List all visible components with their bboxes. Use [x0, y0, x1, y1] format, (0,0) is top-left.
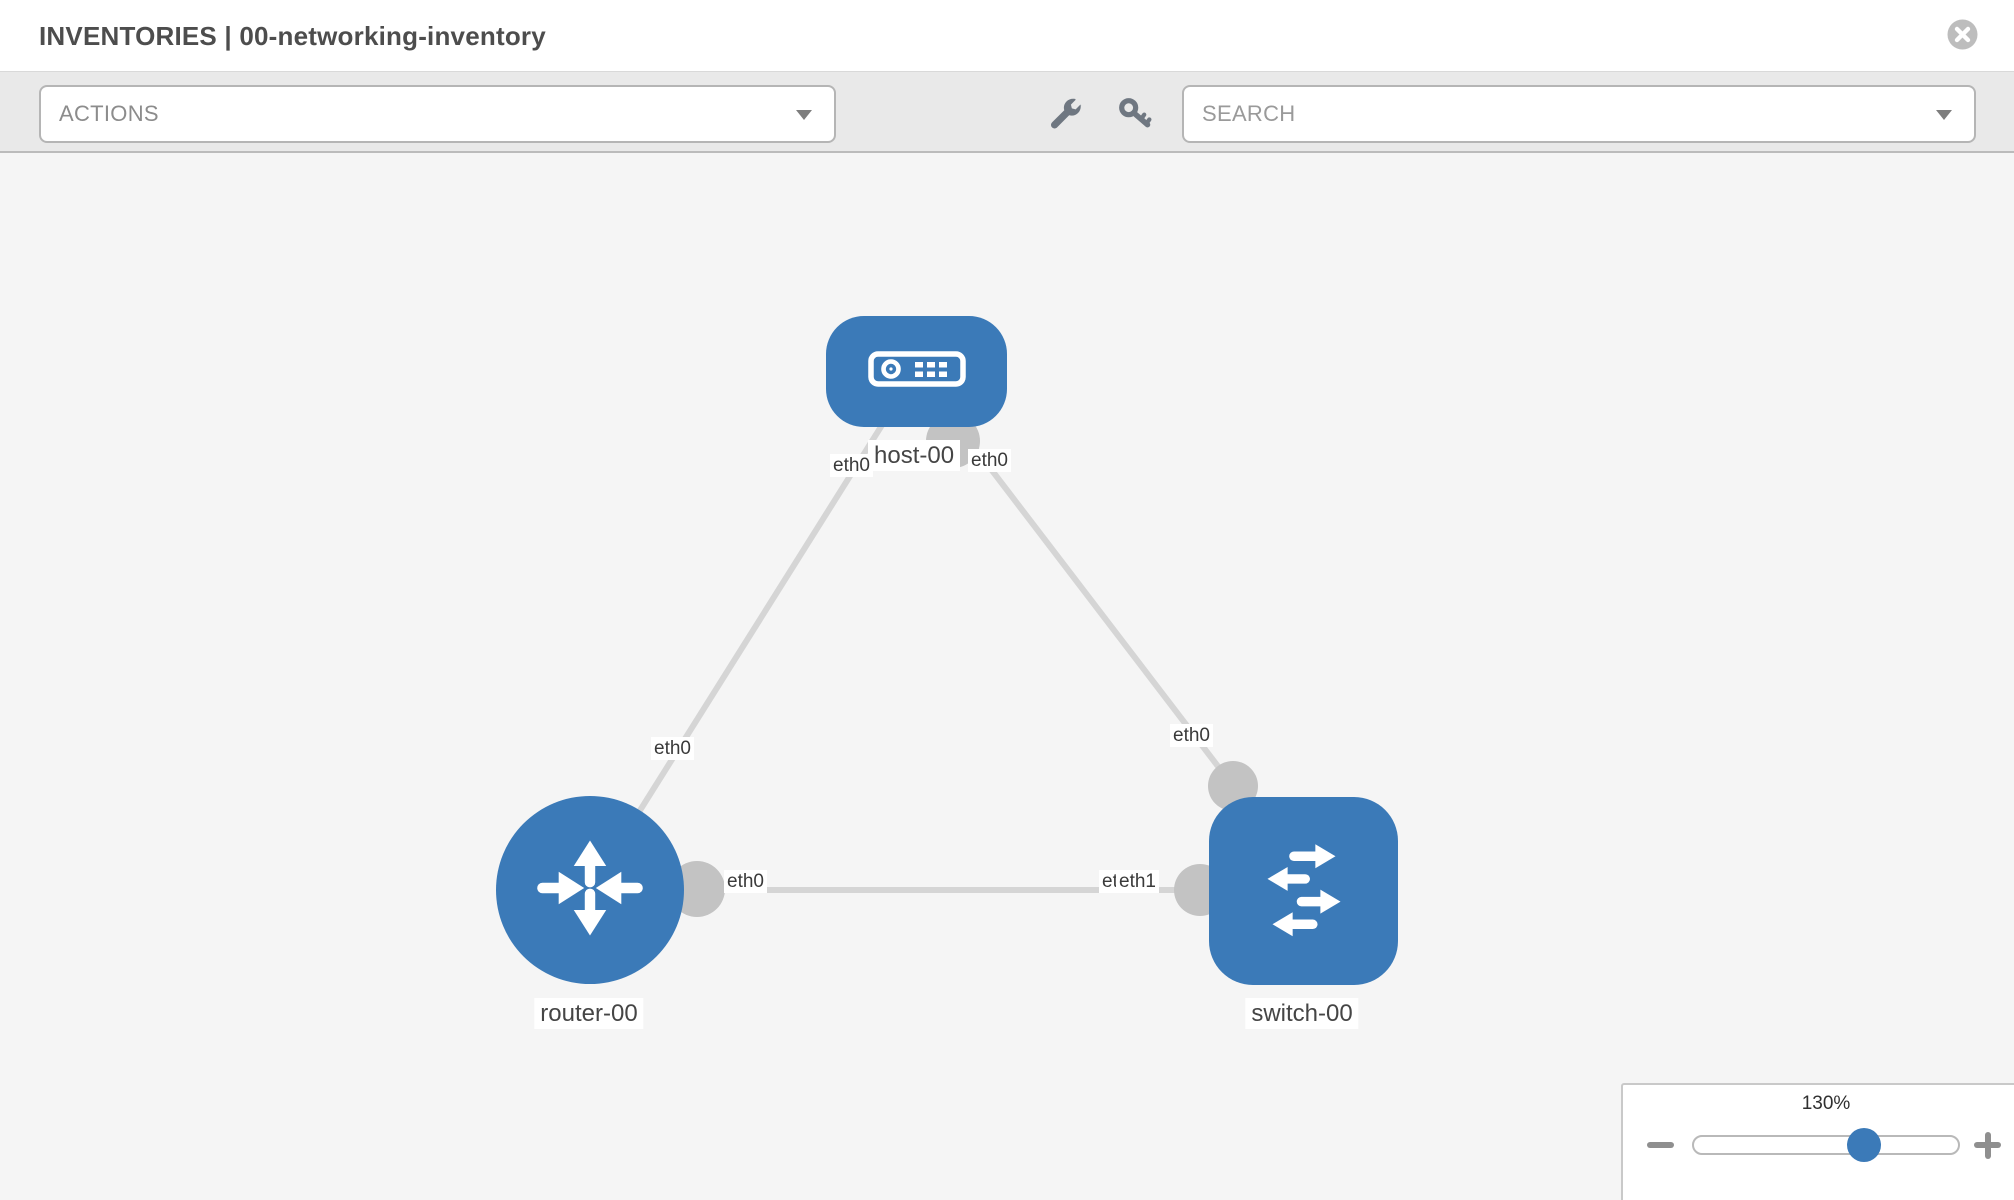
node-router-00[interactable]	[496, 796, 684, 984]
close-button[interactable]	[1947, 19, 1978, 50]
iface-label-switch-top: eth0	[1170, 724, 1213, 747]
breadcrumb-separator: |	[224, 21, 232, 51]
breadcrumb[interactable]: INVENTORIES	[39, 21, 217, 51]
actions-dropdown-label: ACTIONS	[59, 101, 159, 126]
close-icon	[1947, 19, 1978, 53]
iface-label-host-right: eth0	[968, 449, 1011, 472]
host-device-icon	[867, 350, 967, 393]
node-label-switch: switch-00	[1245, 998, 1359, 1029]
minus-icon	[1647, 1142, 1674, 1148]
topology-canvas[interactable]: host-00 router-00 switch-00 eth0 eth0 et…	[0, 153, 2014, 1200]
router-icon	[532, 830, 648, 951]
page-header: INVENTORIES | 00-networking-inventory	[0, 0, 2014, 72]
iface-label-host-left: eth0	[830, 454, 873, 477]
zoom-slider-track[interactable]	[1692, 1135, 1960, 1155]
wrench-icon	[1047, 98, 1085, 135]
tools-button[interactable]	[1046, 94, 1086, 134]
iface-label-switch-left-eth1: eth1	[1116, 870, 1159, 893]
zoom-in-button[interactable]	[1971, 1128, 2005, 1162]
actions-dropdown[interactable]: ACTIONS	[39, 85, 836, 143]
zoom-slider-thumb[interactable]	[1847, 1128, 1881, 1162]
zoom-level-value: 130%	[1801, 1093, 1851, 1114]
iface-label-router-right: eth0	[724, 870, 767, 893]
node-switch-00[interactable]	[1209, 797, 1398, 985]
iface-label-switch-left-group: eth0 eth1	[1099, 870, 1159, 893]
topology-links	[587, 369, 1236, 893]
zoom-out-button[interactable]	[1644, 1128, 1678, 1162]
credentials-button[interactable]	[1114, 94, 1154, 134]
zoom-control-panel: 130%	[1621, 1083, 2014, 1200]
page-title: INVENTORIES | 00-networking-inventory	[39, 0, 546, 72]
chevron-down-icon	[1936, 110, 1952, 120]
inventory-name: 00-networking-inventory	[239, 21, 546, 51]
switch-icon	[1241, 826, 1367, 957]
search-dropdown-label: SEARCH	[1202, 101, 1296, 126]
iface-label-router-top: eth0	[651, 737, 694, 760]
search-dropdown[interactable]: SEARCH	[1182, 85, 1976, 143]
chevron-down-icon	[796, 110, 812, 120]
node-label-router: router-00	[534, 998, 644, 1029]
toolbar: ACTIONS SEARCH	[0, 72, 2014, 153]
node-host-00[interactable]	[826, 316, 1007, 427]
key-icon	[1115, 98, 1153, 135]
node-label-host: host-00	[868, 440, 961, 471]
